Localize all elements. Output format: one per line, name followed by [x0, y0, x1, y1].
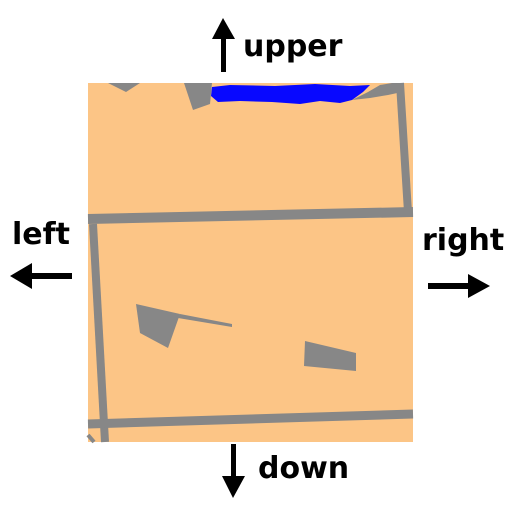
road-bottom-left-stub: [86, 433, 96, 444]
path-thin: [178, 314, 232, 327]
road-right-vertical: [396, 82, 412, 213]
direction-label-down: down: [258, 451, 350, 486]
direction-label-upper: upper: [243, 29, 343, 64]
road-horizontal-bottom: [87, 409, 414, 429]
road-left-vertical: [89, 223, 109, 443]
building-right: [304, 341, 356, 371]
building-left: [136, 304, 180, 348]
arrow-down-icon: [222, 444, 245, 498]
road-top-right: [352, 83, 402, 100]
arrow-right-icon: [428, 274, 490, 298]
road-top-left: [108, 83, 140, 92]
road-horizontal-middle: [87, 207, 414, 224]
arrow-left-icon: [10, 263, 72, 289]
land-area: [88, 83, 413, 442]
map-view: [86, 82, 414, 444]
direction-label-left: left: [12, 217, 71, 252]
water-body: [211, 84, 370, 104]
arrow-up-icon: [212, 18, 235, 72]
direction-label-right: right: [422, 223, 505, 258]
road-top-middle: [184, 83, 212, 110]
